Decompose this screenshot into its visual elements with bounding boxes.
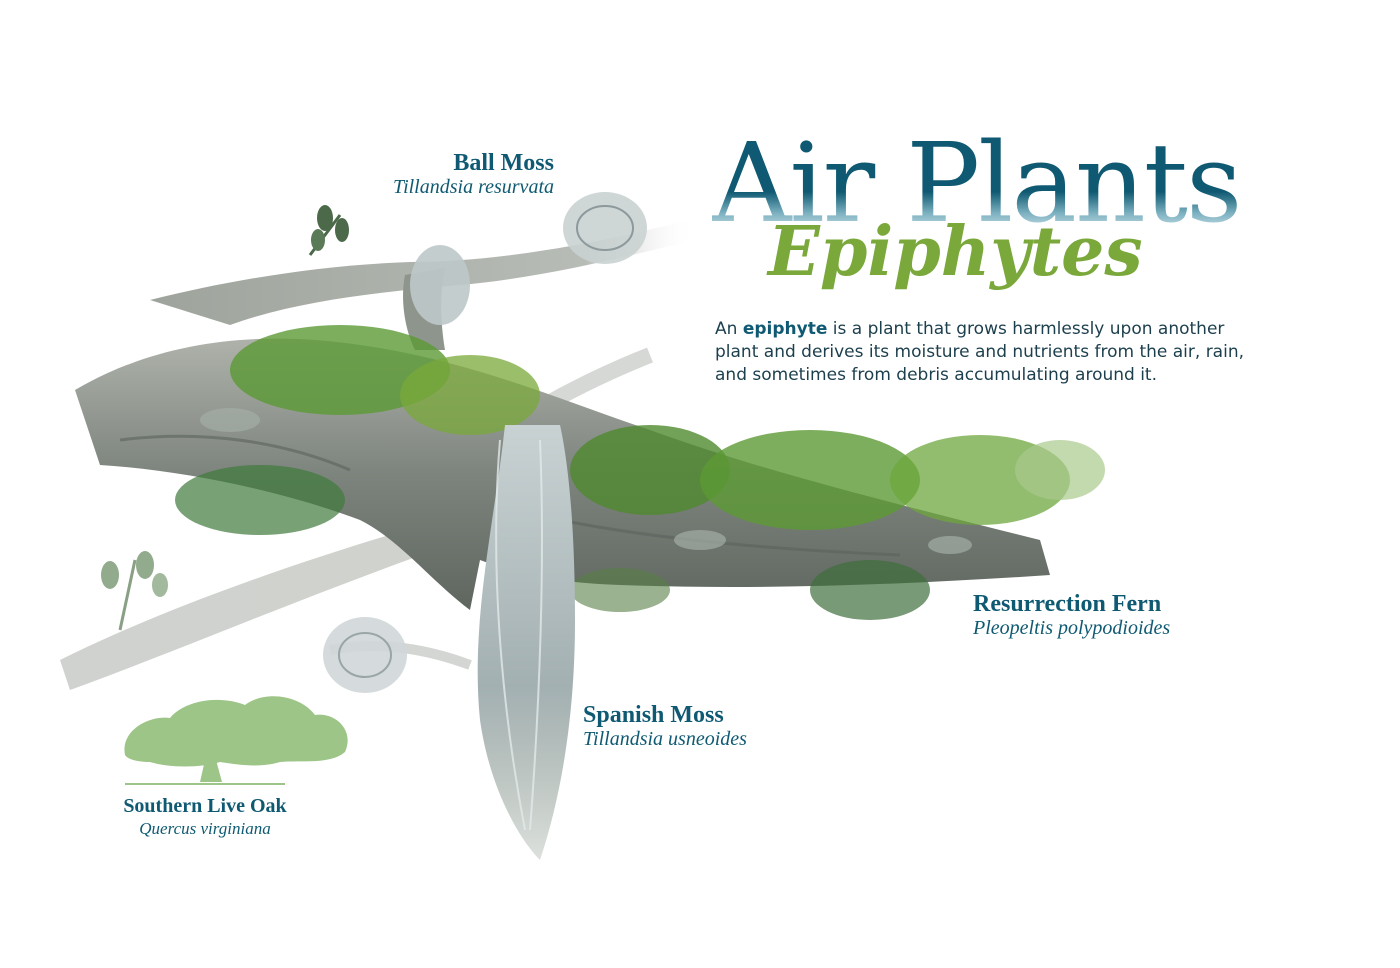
resurrection-fern-foliage bbox=[175, 325, 1105, 620]
live-oak-icon bbox=[124, 696, 348, 785]
oak-leaves bbox=[101, 205, 349, 631]
live-oak-scientific-name: Quercus virginiana bbox=[139, 819, 271, 838]
ball-moss-common-name: Ball Moss bbox=[453, 150, 554, 176]
ball-moss-scientific-name: Tillandsia resurvata bbox=[393, 176, 554, 198]
spanish-moss-label: Spanish Moss Tillandsia usneoides bbox=[583, 702, 747, 750]
spanish-moss-strands bbox=[477, 425, 575, 860]
live-oak-label: Southern Live Oak Quercus virginiana bbox=[95, 794, 315, 840]
live-oak-common-name: Southern Live Oak bbox=[123, 795, 287, 817]
description-rest: is a plant that grows harmlessly upon an… bbox=[715, 319, 1245, 385]
resurrection-fern-label: Resurrection Fern Pleopeltis polypodioid… bbox=[973, 591, 1170, 639]
page-subtitle: Epiphytes bbox=[768, 212, 1143, 292]
spanish-moss-common-name: Spanish Moss bbox=[583, 702, 724, 728]
ball-moss-label: Ball Moss Tillandsia resurvata bbox=[300, 150, 554, 198]
spanish-moss-scientific-name: Tillandsia usneoides bbox=[583, 728, 747, 750]
page-title: Air Plants bbox=[712, 119, 1242, 247]
ball-moss-clumps bbox=[323, 192, 647, 693]
description-lead: An bbox=[715, 319, 743, 339]
resurrection-fern-scientific-name: Pleopeltis polypodioides bbox=[973, 617, 1171, 639]
description-term: epiphyte bbox=[742, 319, 828, 339]
resurrection-fern-common-name: Resurrection Fern bbox=[973, 591, 1162, 617]
epiphyte-description: An epiphyte is a plant that grows harmle… bbox=[715, 318, 1245, 387]
